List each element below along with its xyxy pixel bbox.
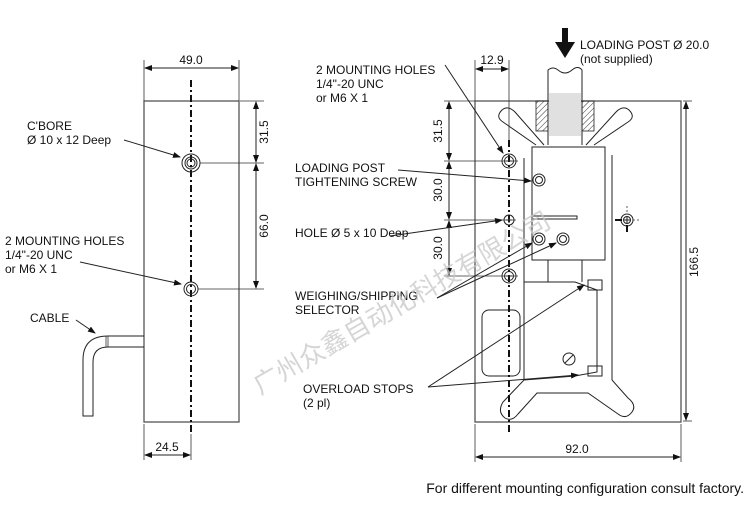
selector-label-line1: WEIGHING/SHIPPING	[295, 289, 418, 303]
dim-top-to-hole-right: 31.5	[431, 119, 445, 143]
dim-top-to-cbore: 31.5	[257, 120, 271, 144]
dim-hole-offset-left: 24.5	[155, 440, 179, 454]
load-arrow-icon	[555, 28, 575, 58]
overload-label-line2: (2 pl)	[303, 396, 330, 410]
dim-hole-spacing-lower: 30.0	[431, 236, 445, 260]
cbore-label-line2: Ø 10 x 12 Deep	[27, 133, 111, 147]
mounting-hole-icon	[183, 281, 199, 297]
slotted-screw-icon	[562, 352, 576, 366]
left-view	[75, 60, 264, 460]
right-mounting-label-line2: 1/4"-20 UNC	[316, 77, 384, 91]
right-mounting-label-line3: or M6 X 1	[316, 91, 368, 105]
cable-label: CABLE	[30, 311, 69, 325]
left-mounting-label-line3: or M6 X 1	[5, 262, 57, 276]
dim-height-right: 166.5	[687, 247, 701, 277]
footnote: For different mounting configuration con…	[426, 480, 744, 496]
right-body	[474, 100, 682, 423]
dim-hole-offset-right: 12.9	[480, 53, 504, 67]
side-hole-icon	[615, 206, 640, 232]
selector-screw-icon	[532, 232, 546, 246]
cbore-label-line1: C'BORE	[27, 119, 72, 133]
left-mounting-label-line1: 2 MOUNTING HOLES	[5, 234, 124, 248]
cbore-hole-icon	[181, 153, 201, 173]
dim-width-right: 92.0	[565, 442, 589, 456]
hole-label: HOLE Ø 5 x 10 Deep	[295, 226, 409, 240]
loading-post	[535, 67, 595, 145]
loading-post-label-line1: LOADING POST Ø 20.0	[580, 38, 709, 52]
dim-cbore-to-hole: 66.0	[257, 214, 271, 238]
tightening-screw-label-line1: LOADING POST	[295, 161, 386, 175]
right-mounting-label-line1: 2 MOUNTING HOLES	[316, 63, 435, 77]
cable-icon	[82, 335, 144, 417]
selector-label-line2: SELECTOR	[295, 303, 360, 317]
window-slot	[481, 309, 521, 377]
overload-label-line1: OVERLOAD STOPS	[303, 382, 413, 396]
loading-post-label-line2: (not supplied)	[580, 52, 653, 66]
tightening-screw-label-line2: TIGHTENING SCREW	[295, 175, 418, 189]
center-block	[531, 146, 606, 261]
dim-width-left: 49.0	[179, 53, 203, 67]
dim-hole-spacing-upper: 30.0	[431, 178, 445, 202]
right-view	[389, 28, 692, 462]
left-mounting-label-line2: 1/4"-20 UNC	[5, 248, 73, 262]
